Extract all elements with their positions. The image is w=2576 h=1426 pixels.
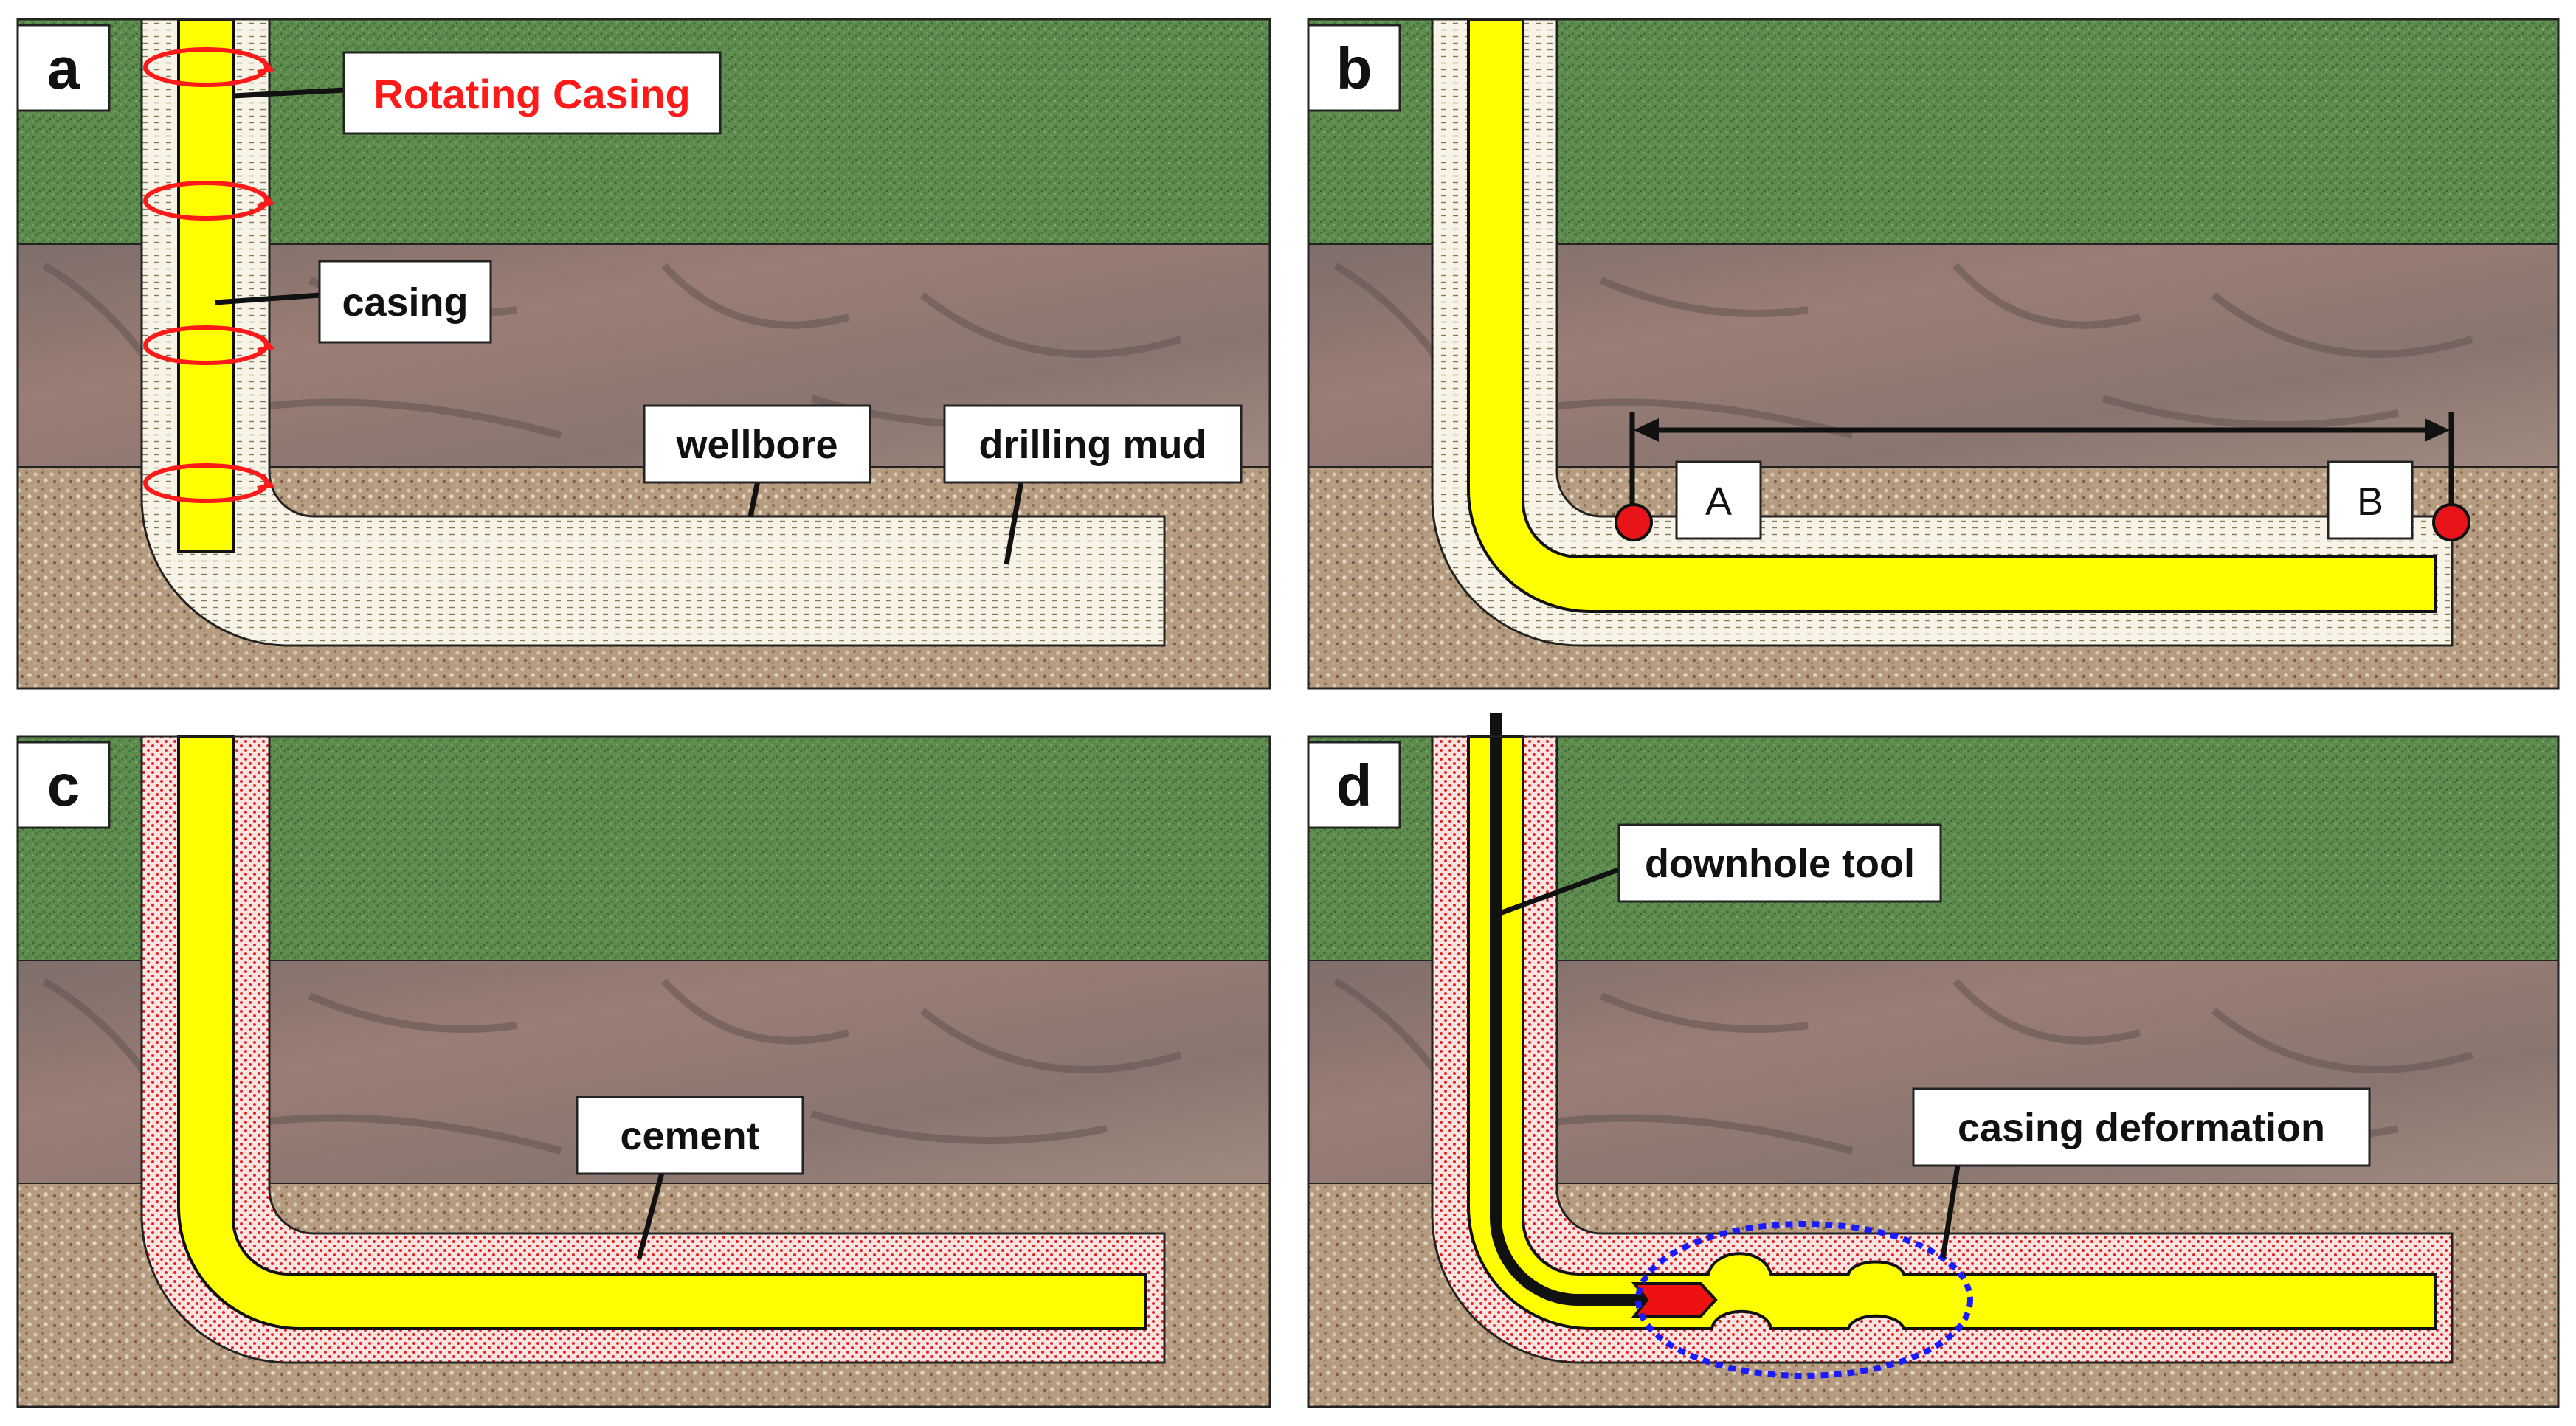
leader-line xyxy=(1004,480,1024,565)
leader-line xyxy=(747,480,761,517)
panel-letter-box xyxy=(1307,24,1401,112)
rock-cracks xyxy=(1333,977,2473,1155)
panel-b: A B b xyxy=(1307,18,2560,690)
panel-border xyxy=(1307,735,2560,1408)
panel-letter: a xyxy=(47,35,80,101)
rock-cracks xyxy=(42,977,1182,1155)
arrowhead-right-icon xyxy=(2425,418,2450,442)
marker-b-icon xyxy=(2432,503,2470,541)
downhole-tool-head-icon xyxy=(1631,1282,1718,1318)
panel-border xyxy=(16,18,1271,690)
leader-line xyxy=(1494,866,1622,918)
downhole-tool-label: downhole tool xyxy=(1645,842,1915,886)
casing-pipe xyxy=(177,735,1147,1330)
label-box xyxy=(643,404,871,484)
panel-a: a Rotating Casing casing wellbore drilli… xyxy=(16,18,1271,690)
rotation-arrows xyxy=(143,47,275,503)
rotating-casing-label: Rotating Casing xyxy=(373,71,690,117)
casing-pipe xyxy=(177,18,235,553)
cement-label: cement xyxy=(620,1114,759,1158)
label-box xyxy=(2327,460,2414,540)
panel-letter-box xyxy=(1307,741,1401,829)
arrowhead-left-icon xyxy=(1634,418,1659,442)
rotation-arrow-icon xyxy=(143,47,275,87)
panel-letter: c xyxy=(47,752,80,818)
drilling-mud-label: drilling mud xyxy=(979,423,1207,467)
label-box xyxy=(318,260,492,344)
casing-pipe xyxy=(1467,18,2437,613)
leader-line xyxy=(1940,1165,1961,1259)
label-box xyxy=(576,1096,804,1175)
deformed-casing-pipe xyxy=(1467,735,2437,1330)
leader-line xyxy=(232,87,346,99)
marker-a-icon xyxy=(1615,503,1653,541)
rotation-arrow-icon xyxy=(143,463,275,503)
label-box xyxy=(342,51,722,135)
label-box xyxy=(943,404,1243,484)
leader-line xyxy=(636,1172,665,1259)
downhole-tool-line xyxy=(1490,713,1647,1306)
panel-d: downhole tool casing deformation d xyxy=(1307,713,2560,1408)
leader-line xyxy=(215,292,321,305)
rock-cracks xyxy=(1333,262,2473,439)
point-a-label: A xyxy=(1705,480,1732,524)
panel-letter-box xyxy=(16,24,111,112)
panel-letter: b xyxy=(1336,35,1372,101)
deformation-highlight-ring xyxy=(1635,1221,1973,1379)
panel-border xyxy=(16,735,1271,1408)
panel-border xyxy=(1307,18,2560,690)
label-box xyxy=(1675,460,1762,540)
point-b-label: B xyxy=(2357,480,2383,524)
wellbore-label: wellbore xyxy=(675,423,838,467)
label-box xyxy=(1912,1087,2371,1167)
label-box xyxy=(1617,823,1942,903)
rotation-arrow-icon xyxy=(143,181,275,221)
panel-letter: d xyxy=(1336,752,1372,818)
panel-c: cement c xyxy=(16,735,1271,1408)
casing-label: casing xyxy=(342,280,468,325)
rotation-arrow-icon xyxy=(143,325,275,365)
casing-deformation-label: casing deformation xyxy=(1958,1106,2325,1150)
